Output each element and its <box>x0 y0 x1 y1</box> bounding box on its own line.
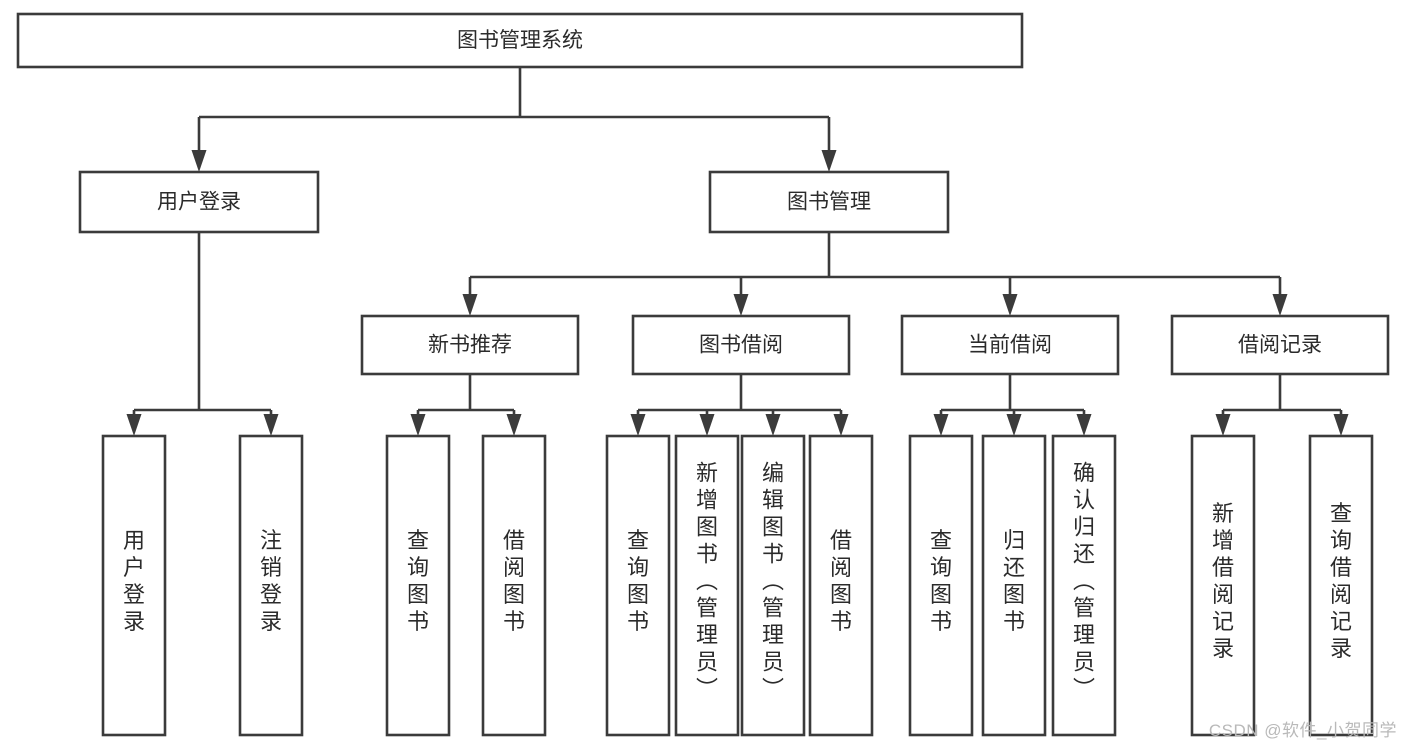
arrow-head-icon <box>765 414 781 436</box>
node-box[interactable] <box>981 434 1047 737</box>
node-book-manage[interactable]: 图书管理 <box>708 170 950 234</box>
node-leaf-edit-book-admin[interactable]: 编辑图书︵管理员︶ <box>740 434 806 737</box>
arrow-head-icon <box>1002 294 1018 316</box>
arrow-head-icon <box>191 150 207 172</box>
node-leaf-query-book-current[interactable]: 查询图书 <box>908 434 974 737</box>
csdn-watermark: CSDN @软件_小贺同学 <box>1208 721 1397 740</box>
node-box[interactable] <box>674 434 740 737</box>
node-leaf-query-borrow-record[interactable]: 查询借阅记录 <box>1308 434 1374 737</box>
node-label: 查询图书 <box>407 528 429 634</box>
arrow-head-icon <box>1333 414 1349 436</box>
arrow-head-icon <box>1215 414 1231 436</box>
arrow-head-icon <box>630 414 646 436</box>
node-borrow-record[interactable]: 借阅记录 <box>1170 314 1390 376</box>
node-box[interactable] <box>631 314 851 376</box>
node-current-borrow[interactable]: 当前借阅 <box>900 314 1120 376</box>
node-leaf-add-borrow-record[interactable]: 新增借阅记录 <box>1190 434 1256 737</box>
node-label: 注销登录 <box>260 528 282 634</box>
node-label: 借阅记录 <box>1238 334 1322 357</box>
node-label: 当前借阅 <box>968 334 1052 357</box>
node-label: 查询图书 <box>627 528 649 634</box>
node-label: 图书管理系统 <box>457 29 583 52</box>
node-label: 查询借阅记录 <box>1330 501 1352 661</box>
arrow-head-icon <box>821 150 837 172</box>
node-box[interactable] <box>1190 434 1256 737</box>
node-box[interactable] <box>1051 434 1117 737</box>
node-label: 编辑图书︵管理员︶ <box>762 461 784 702</box>
arrow-head-icon <box>699 414 715 436</box>
node-label: 借阅图书 <box>503 528 525 634</box>
arrow-head-icon <box>833 414 849 436</box>
node-label: 确认归还︵管理员︶ <box>1073 461 1095 702</box>
node-box[interactable] <box>101 434 167 737</box>
node-layer: 图书管理系统用户登录图书管理新书推荐图书借阅当前借阅借阅记录用户登录注销登录查询… <box>16 12 1390 737</box>
node-label: 新增借阅记录 <box>1212 501 1234 661</box>
node-box[interactable] <box>385 434 451 737</box>
node-new-book-recommend[interactable]: 新书推荐 <box>360 314 580 376</box>
arrow-head-icon <box>506 414 522 436</box>
node-box[interactable] <box>238 434 304 737</box>
node-label: 新增图书︵管理员︶ <box>696 461 718 702</box>
arrow-head-icon <box>126 414 142 436</box>
node-leaf-logout[interactable]: 注销登录 <box>238 434 304 737</box>
arrow-head-icon <box>933 414 949 436</box>
node-leaf-borrow-book-rec[interactable]: 借阅图书 <box>481 434 547 737</box>
node-label: 用户登录 <box>123 528 145 634</box>
node-leaf-add-book-admin[interactable]: 新增图书︵管理员︶ <box>674 434 740 737</box>
arrow-head-icon <box>733 294 749 316</box>
node-label: 查询图书 <box>930 528 952 634</box>
node-box[interactable] <box>16 12 1024 69</box>
node-label: 借阅图书 <box>830 528 852 634</box>
arrow-head-icon <box>410 414 426 436</box>
node-leaf-borrow-book[interactable]: 借阅图书 <box>808 434 874 737</box>
node-box[interactable] <box>908 434 974 737</box>
node-box[interactable] <box>740 434 806 737</box>
edge-layer <box>126 67 1349 436</box>
node-box[interactable] <box>708 170 950 234</box>
node-label: 用户登录 <box>157 191 241 214</box>
node-book-borrow[interactable]: 图书借阅 <box>631 314 851 376</box>
node-leaf-query-book-borrow[interactable]: 查询图书 <box>605 434 671 737</box>
node-leaf-user-login[interactable]: 用户登录 <box>101 434 167 737</box>
node-box[interactable] <box>900 314 1120 376</box>
node-label: 新书推荐 <box>428 334 512 357</box>
node-leaf-query-book-rec[interactable]: 查询图书 <box>385 434 451 737</box>
node-leaf-confirm-return-admin[interactable]: 确认归还︵管理员︶ <box>1051 434 1117 737</box>
node-box[interactable] <box>1170 314 1390 376</box>
arrow-head-icon <box>1076 414 1092 436</box>
node-box[interactable] <box>605 434 671 737</box>
node-leaf-return-book[interactable]: 归还图书 <box>981 434 1047 737</box>
node-label: 归还图书 <box>1003 528 1025 634</box>
node-user-login[interactable]: 用户登录 <box>78 170 320 234</box>
node-box[interactable] <box>1308 434 1374 737</box>
node-box[interactable] <box>808 434 874 737</box>
arrow-head-icon <box>1272 294 1288 316</box>
arrow-head-icon <box>263 414 279 436</box>
node-label: 图书借阅 <box>699 334 783 357</box>
node-box[interactable] <box>78 170 320 234</box>
node-root[interactable]: 图书管理系统 <box>16 12 1024 69</box>
node-box[interactable] <box>481 434 547 737</box>
node-box[interactable] <box>360 314 580 376</box>
arrow-head-icon <box>1006 414 1022 436</box>
arrow-head-icon <box>462 294 478 316</box>
node-label: 图书管理 <box>787 191 871 214</box>
